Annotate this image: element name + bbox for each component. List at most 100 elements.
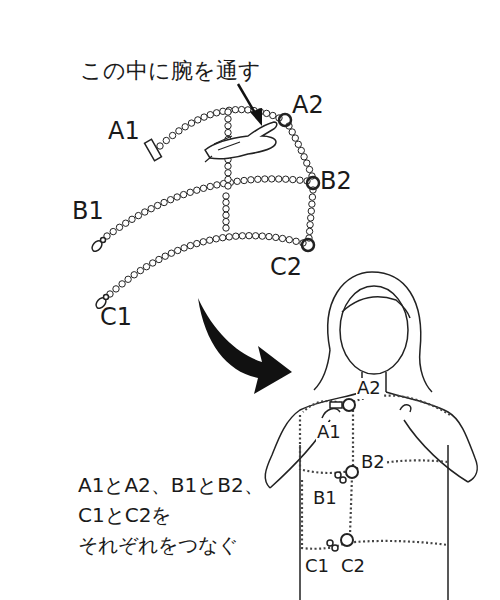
- ring: [302, 239, 314, 251]
- bead: [308, 208, 314, 214]
- bead: [225, 163, 231, 169]
- bead: [225, 183, 231, 189]
- bead: [207, 237, 213, 243]
- bead: [220, 235, 226, 241]
- bead: [232, 107, 238, 113]
- bead: [308, 215, 314, 221]
- bead: [110, 228, 116, 234]
- bead: [223, 225, 229, 231]
- part-label: C1: [304, 556, 330, 577]
- part-label: A1: [316, 422, 342, 443]
- bead: [207, 112, 213, 118]
- bead: [157, 143, 163, 149]
- bead: [137, 267, 143, 273]
- bead: [175, 247, 181, 253]
- bead: [252, 233, 258, 239]
- part-label: B2: [320, 168, 352, 196]
- bead: [154, 202, 160, 208]
- bead: [116, 224, 122, 230]
- bead: [246, 233, 252, 239]
- bead: [143, 264, 149, 270]
- bead: [225, 129, 231, 135]
- part-label: C1: [100, 304, 132, 332]
- bead: [279, 235, 285, 241]
- bead: [309, 194, 315, 200]
- bead: [125, 276, 131, 282]
- bead: [301, 154, 307, 160]
- bead: [269, 176, 275, 182]
- bead: [276, 176, 282, 182]
- part-label: C2: [340, 556, 366, 577]
- bead: [309, 201, 315, 207]
- bead: [270, 112, 276, 118]
- bead: [207, 183, 213, 189]
- worn-rings: [341, 399, 358, 546]
- bead: [259, 233, 265, 239]
- caption: A1とA2、B1とB2、 C1とC2を それぞれをつなぐ: [78, 470, 278, 560]
- bead: [182, 124, 188, 130]
- bead: [150, 260, 156, 266]
- bead: [162, 253, 168, 259]
- bead: [180, 191, 186, 197]
- curved-arrow: [198, 298, 292, 394]
- bead: [135, 212, 141, 218]
- bead: [119, 281, 125, 287]
- bead: [307, 222, 313, 228]
- bead: [181, 245, 187, 251]
- part-label: A1: [108, 118, 140, 146]
- bead: [156, 256, 162, 262]
- bead: [226, 234, 232, 240]
- bead: [297, 177, 303, 183]
- bead: [195, 117, 201, 123]
- bead: [174, 194, 180, 200]
- bead: [163, 137, 169, 143]
- bead: [131, 272, 137, 278]
- bead: [168, 250, 174, 256]
- bead: [223, 218, 229, 224]
- bead: [234, 178, 240, 184]
- bead: [169, 132, 175, 138]
- bead: [255, 176, 261, 182]
- instruction-note: この中に腕を通す: [80, 58, 261, 83]
- bead: [293, 238, 299, 244]
- bead: [187, 189, 193, 195]
- bead: [283, 176, 289, 182]
- bead: [213, 236, 219, 242]
- bead: [194, 187, 200, 193]
- bead: [262, 176, 268, 182]
- bead: [306, 228, 312, 234]
- bead: [225, 170, 231, 176]
- bead: [167, 197, 173, 203]
- ring: [307, 177, 319, 189]
- part-label: C2: [270, 254, 302, 282]
- bead: [298, 147, 304, 153]
- bead: [161, 199, 167, 205]
- bead: [187, 242, 193, 248]
- lobster-clasps: [327, 472, 346, 551]
- bead: [176, 128, 182, 134]
- bead: [263, 110, 269, 116]
- bead: [225, 116, 231, 122]
- hand-lines: [205, 136, 240, 162]
- bead: [223, 193, 229, 199]
- bead: [289, 129, 295, 135]
- bar-clasp: [145, 139, 162, 160]
- ring: [279, 114, 291, 126]
- bead: [306, 166, 312, 172]
- bead: [223, 206, 229, 212]
- arrow-head: [250, 108, 262, 126]
- bead: [273, 234, 279, 240]
- bead: [292, 135, 298, 141]
- woman-figure: [265, 272, 477, 600]
- bead: [239, 233, 245, 239]
- bead: [290, 176, 296, 182]
- bead: [123, 220, 129, 226]
- part-label: B1: [72, 198, 104, 226]
- bead: [148, 206, 154, 212]
- bead: [304, 160, 310, 166]
- bead: [129, 216, 135, 222]
- bead: [225, 109, 231, 115]
- bead: [295, 141, 301, 147]
